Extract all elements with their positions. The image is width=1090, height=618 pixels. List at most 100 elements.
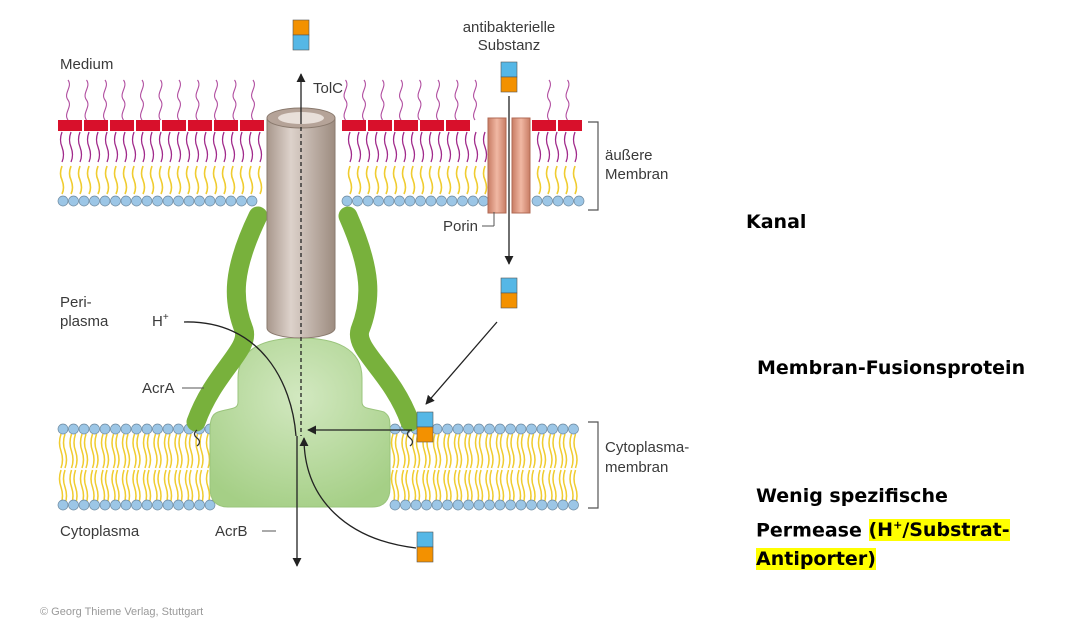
lps-tail <box>545 131 551 163</box>
lps-chain <box>362 79 366 121</box>
lps-tail <box>536 131 542 163</box>
lipid-tail <box>239 165 245 195</box>
lps-tail <box>185 131 191 163</box>
lps-head <box>342 120 366 131</box>
lipid-tail <box>94 433 99 469</box>
lipid-tail <box>520 433 526 469</box>
lipid-tail <box>146 433 152 469</box>
lipid-head <box>341 195 353 207</box>
lps-head <box>162 120 186 131</box>
lps-head <box>558 120 582 131</box>
lipid-head <box>526 423 537 435</box>
lipid-head <box>173 499 184 511</box>
lipid-tail <box>457 433 463 469</box>
lipid-tail <box>142 469 148 505</box>
lipid-tail <box>115 469 120 505</box>
lps-tail <box>455 131 461 163</box>
lipid-tail <box>163 469 169 505</box>
lipid-head <box>183 499 195 511</box>
lipid-head <box>536 423 548 435</box>
lipid-tail <box>132 433 137 469</box>
lps-tail <box>122 131 128 163</box>
permease-annotation: Wenig spezifische Permease (H+/Substrat-… <box>756 482 1010 574</box>
lipid-tail <box>221 165 227 195</box>
lipid-tail <box>495 469 501 505</box>
lipid-tail <box>415 469 421 505</box>
lipid-head <box>110 499 121 511</box>
lipid-tail <box>140 165 146 195</box>
lipid-tail <box>464 165 470 195</box>
lipid-tail <box>443 469 448 505</box>
lipid-head <box>473 499 485 511</box>
lipid-tail <box>443 433 448 469</box>
lipid-tail <box>426 469 431 505</box>
porin-right-half <box>511 117 531 214</box>
lipid-tail <box>142 433 148 469</box>
lps-tail <box>392 131 398 163</box>
lipid-tail <box>122 165 128 195</box>
cytoplasmic-membrane-bracket <box>588 421 599 509</box>
lipid-tail <box>411 469 417 505</box>
lipid-head <box>526 499 537 511</box>
porin-left-half <box>487 117 507 214</box>
lipid-tail <box>390 469 396 505</box>
copyright-credit: © Georg Thieme Verlag, Stuttgart <box>40 606 204 618</box>
lipid-tail <box>506 469 511 505</box>
lps-tail <box>464 131 470 163</box>
lipid-tail <box>428 165 434 195</box>
lps-chain <box>66 79 70 121</box>
lipid-tail <box>548 469 553 505</box>
lipid-head <box>463 499 474 511</box>
proton-label: H+ <box>152 312 169 330</box>
lipid-head <box>515 423 527 435</box>
lipid-head <box>57 195 69 207</box>
lps-tail <box>365 131 371 163</box>
lipid-tail <box>419 165 425 195</box>
lps-head <box>446 120 470 131</box>
lipid-tail <box>478 433 484 469</box>
lipid-head <box>536 499 548 511</box>
lipid-head <box>152 499 163 511</box>
lipid-tail <box>199 469 204 505</box>
lipid-tail <box>383 165 389 195</box>
lipid-tail <box>104 165 110 195</box>
lipid-tail <box>104 433 110 469</box>
lipid-tail <box>199 433 204 469</box>
lps-tail <box>212 131 218 163</box>
lipid-tail <box>185 165 191 195</box>
lps-tail <box>167 131 173 163</box>
lps-tail <box>59 131 65 163</box>
lipid-tail <box>194 165 200 195</box>
lipid-tail <box>552 433 557 469</box>
lipid-head <box>478 195 489 207</box>
lipid-tail <box>478 469 484 505</box>
lipid-tail <box>446 165 452 195</box>
lps-chain <box>84 79 89 121</box>
lipid-head <box>173 423 184 435</box>
lipid-tail <box>136 469 141 505</box>
lipid-tail <box>489 469 494 505</box>
cytoplasmic-membrane-beads <box>57 423 579 511</box>
outer-membrane-red-heads <box>58 120 582 131</box>
lipid-tail <box>527 433 532 469</box>
lipid-tail <box>184 469 190 505</box>
permease-line2: Permease (H+/Substrat- <box>756 519 1010 542</box>
lipid-tail <box>176 165 182 195</box>
cyto-membrane-label-line1: Cytoplasma- <box>605 439 689 456</box>
lipid-head <box>557 423 569 435</box>
lps-tail <box>383 131 389 163</box>
lps-head <box>84 120 108 131</box>
lipid-tail <box>79 433 85 469</box>
lipid-head <box>99 423 111 435</box>
lipid-tail <box>58 433 64 469</box>
lps-chain <box>251 79 255 121</box>
lipid-head <box>452 423 464 435</box>
lipid-head <box>505 499 516 511</box>
permease-line3: Antiporter) <box>756 548 876 571</box>
lipid-tail <box>554 165 560 195</box>
lipid-tail <box>100 469 106 505</box>
lipid-tail <box>432 433 438 469</box>
lps-head <box>110 120 134 131</box>
lipid-tail <box>552 469 557 505</box>
